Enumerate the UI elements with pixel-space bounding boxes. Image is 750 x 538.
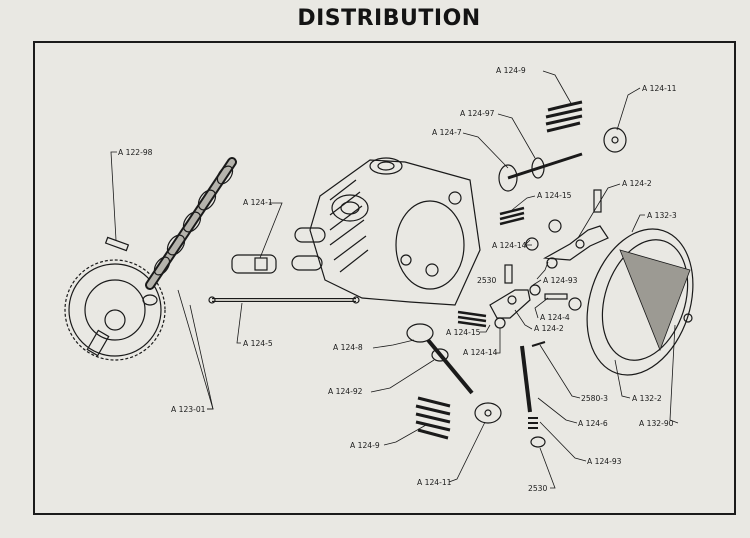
label-2530-top: 2530 — [477, 276, 496, 285]
page-title: DISTRIBUTION — [297, 6, 481, 31]
label-a124-11-bottom: A 124-11 — [417, 478, 452, 487]
label-a124-5: A 124-5 — [243, 339, 273, 348]
label-a132-2: A 132-2 — [632, 394, 662, 403]
washer-upper — [525, 219, 562, 251]
cylinder-head — [291, 157, 481, 306]
exhaust-valve — [406, 323, 474, 395]
label-a124-1: A 124-1 — [243, 198, 273, 207]
spring-cap-lower — [474, 402, 502, 424]
label-a124-9-top: A 124-9 — [496, 66, 526, 75]
label-a124-93: A 124-93 — [543, 276, 578, 285]
tappet — [231, 254, 277, 274]
label-2580-3: 2580-3 — [581, 394, 608, 403]
label-a124-15-mid: A 124-15 — [446, 328, 481, 337]
label-a132-90: A 132-90 — [639, 419, 674, 428]
label-a124-7: A 124-7 — [432, 128, 462, 137]
camshaft — [145, 157, 237, 290]
label-a123-01: A 123-01 — [171, 405, 206, 414]
part-labels: A 124-9 A 124-11 A 124-97 A 124-7 A 122-… — [118, 66, 677, 493]
label-a124-92: A 124-92 — [328, 387, 363, 396]
label-a124-15-top: A 124-15 — [537, 191, 572, 200]
label-a124-14-mid: A 124-14 — [463, 348, 498, 357]
valve-spring-upper — [545, 100, 583, 133]
label-a124-8: A 124-8 — [333, 343, 363, 352]
rocker-cover — [586, 228, 694, 376]
label-a124-97: A 124-97 — [460, 109, 495, 118]
woodruff-key — [104, 236, 130, 252]
label-2530-bottom: 2530 — [528, 484, 547, 493]
label-a124-6: A 124-6 — [578, 419, 608, 428]
label-a124-11-top: A 124-11 — [642, 84, 677, 93]
inlet-valve — [498, 152, 583, 192]
valve-spring-small-lower — [457, 310, 487, 328]
spring-cap-upper — [603, 127, 627, 153]
label-a124-2-top: A 124-2 — [622, 179, 652, 188]
label-a124-9-bottom: A 124-9 — [350, 441, 380, 450]
valve-spring-small-upper — [499, 206, 525, 226]
diagram-frame — [33, 41, 736, 515]
rocker-arm-lower — [489, 264, 531, 319]
label-a132-3: A 132-3 — [647, 211, 677, 220]
washer-lower — [494, 284, 582, 329]
label-a122-98: A 122-98 — [118, 148, 153, 157]
rocker-arm-upper — [542, 189, 609, 269]
label-a124-2-mid: A 124-2 — [534, 324, 564, 333]
label-a124-14-top: A 124-14 — [492, 241, 527, 250]
valve-spring-lower — [415, 396, 451, 440]
camshaft-gear — [64, 259, 166, 361]
label-a124-93-bottom: A 124-93 — [587, 457, 622, 466]
adjusting-rod — [520, 341, 546, 448]
pushrod — [208, 296, 360, 304]
leader-lines — [110, 70, 679, 489]
label-a124-4: A 124-4 — [540, 313, 570, 322]
